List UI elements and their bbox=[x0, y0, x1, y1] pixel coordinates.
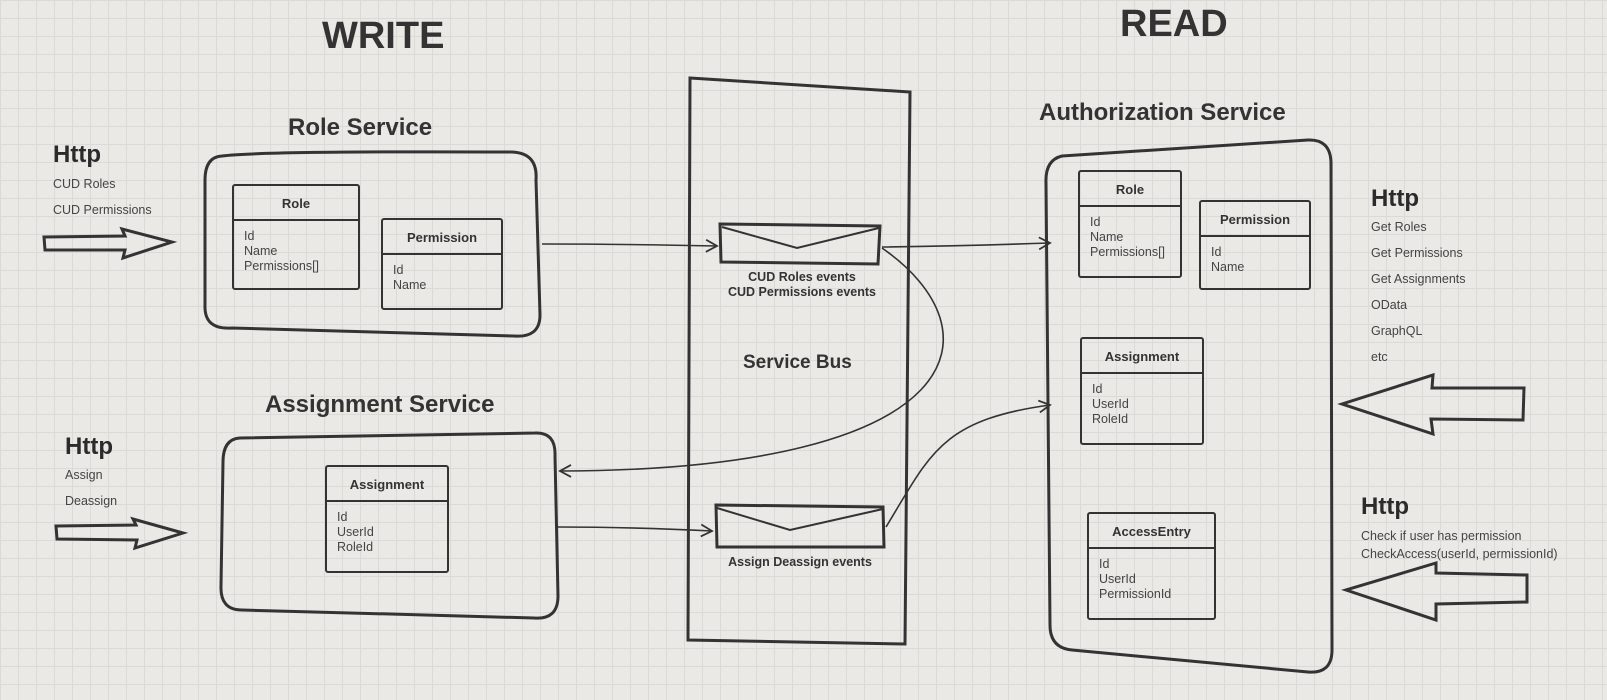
class-field: Name bbox=[1211, 260, 1245, 274]
class-field: Name bbox=[393, 278, 427, 292]
role-service-role-class: Role Id Name Permissions[] bbox=[232, 184, 360, 290]
role-service-permission-class: Permission Id Name bbox=[381, 218, 503, 310]
http-read-item: OData bbox=[1371, 298, 1408, 312]
class-field: RoleId bbox=[337, 540, 374, 554]
authorization-access-entry-class: AccessEntry Id UserId PermissionId bbox=[1087, 512, 1216, 620]
write-heading: WRITE bbox=[322, 15, 445, 57]
envelope-icon bbox=[714, 503, 886, 549]
authorization-service-title: Authorization Service bbox=[1039, 99, 1286, 126]
class-field: UserId bbox=[1092, 397, 1129, 411]
class-field: Id bbox=[244, 229, 255, 243]
class-fields: Id UserId RoleId bbox=[327, 502, 447, 561]
http-assignment-item: Deassign bbox=[65, 494, 118, 508]
assignment-service-container bbox=[219, 431, 560, 620]
assignment-service-title: Assignment Service bbox=[265, 391, 495, 418]
class-field: Permissions[] bbox=[244, 259, 320, 273]
class-field: Name bbox=[1090, 230, 1124, 244]
class-field: Id bbox=[337, 510, 348, 524]
class-field: UserId bbox=[1099, 572, 1136, 586]
arrow-assignment-service-to-bus bbox=[557, 523, 714, 538]
http-arrow-role-icon bbox=[42, 226, 178, 261]
class-fields: Id UserId PermissionId bbox=[1089, 549, 1214, 608]
class-name: Permission bbox=[1201, 202, 1309, 237]
class-name: Role bbox=[234, 186, 358, 221]
http-role-item: CUD Roles bbox=[53, 177, 116, 191]
class-field: Name bbox=[244, 244, 278, 258]
class-field: UserId bbox=[337, 525, 374, 539]
arrow-role-service-to-bus bbox=[541, 238, 719, 253]
class-field: Id bbox=[1092, 382, 1103, 396]
http-read-title: Http bbox=[1371, 185, 1419, 212]
envelope-icon bbox=[718, 222, 882, 266]
class-fields: Id Name bbox=[383, 255, 501, 299]
http-arrow-check-icon bbox=[1341, 560, 1529, 623]
http-read-item: etc bbox=[1371, 350, 1388, 364]
http-read-item: GraphQL bbox=[1371, 324, 1423, 338]
role-service-title: Role Service bbox=[288, 114, 433, 141]
service-bus-title: Service Bus bbox=[743, 352, 852, 373]
authorization-role-class: Role Id Name Permissions[] bbox=[1078, 170, 1182, 278]
http-assignment-list: Assign Deassign bbox=[65, 462, 117, 514]
class-field: Id bbox=[1090, 215, 1101, 229]
authorization-assignment-class: Assignment Id UserId RoleId bbox=[1080, 337, 1204, 445]
http-arrow-read-icon bbox=[1337, 372, 1526, 437]
permissions-events-line: CUD Permissions events bbox=[728, 285, 876, 299]
class-field: Id bbox=[393, 263, 404, 277]
http-check-list: Check if user has permission CheckAccess… bbox=[1361, 527, 1558, 563]
roles-events-label: CUD Roles events CUD Permissions events bbox=[722, 270, 882, 300]
authorization-service-container bbox=[1044, 138, 1334, 674]
class-name: Assignment bbox=[1082, 339, 1202, 374]
class-fields: Id UserId RoleId bbox=[1082, 374, 1202, 433]
http-check-item: Check if user has permission bbox=[1361, 529, 1522, 543]
class-field: Id bbox=[1099, 557, 1110, 571]
class-name: Role bbox=[1080, 172, 1180, 207]
http-check-title: Http bbox=[1361, 493, 1409, 520]
class-fields: Id Name Permissions[] bbox=[234, 221, 358, 280]
http-arrow-assignment-icon bbox=[54, 516, 189, 551]
arrow-bus-to-assignment-service bbox=[558, 247, 944, 478]
class-field: Permissions[] bbox=[1090, 245, 1166, 259]
class-name: AccessEntry bbox=[1089, 514, 1214, 549]
class-fields: Id Name Permissions[] bbox=[1080, 207, 1180, 266]
assignment-service-assignment-class: Assignment Id UserId RoleId bbox=[325, 465, 449, 573]
http-role-list: CUD Roles CUD Permissions bbox=[53, 171, 152, 223]
http-read-list: Get Roles Get Permissions Get Assignment… bbox=[1371, 214, 1466, 370]
assign-events-label: Assign Deassign events bbox=[728, 555, 872, 569]
http-read-item: Get Permissions bbox=[1371, 246, 1463, 260]
class-name: Assignment bbox=[327, 467, 447, 502]
class-field: RoleId bbox=[1092, 412, 1129, 426]
http-read-item: Get Roles bbox=[1371, 220, 1427, 234]
http-assignment-item: Assign bbox=[65, 468, 103, 482]
class-fields: Id Name bbox=[1201, 237, 1309, 281]
http-role-item: CUD Permissions bbox=[53, 203, 152, 217]
arrow-bus-to-authorization bbox=[881, 236, 1052, 251]
class-name: Permission bbox=[383, 220, 501, 255]
http-assignment-title: Http bbox=[65, 433, 113, 460]
http-check-item: CheckAccess(userId, permissionId) bbox=[1361, 547, 1558, 561]
read-heading: READ bbox=[1120, 3, 1228, 45]
http-read-item: Get Assignments bbox=[1371, 272, 1466, 286]
arrow-bus-to-authorization-assign bbox=[885, 399, 1052, 528]
class-field: Id bbox=[1211, 245, 1222, 259]
roles-events-line: CUD Roles events bbox=[748, 270, 856, 284]
role-service-container bbox=[203, 150, 542, 338]
authorization-permission-class: Permission Id Name bbox=[1199, 200, 1311, 290]
service-bus-container bbox=[686, 76, 912, 646]
class-field: PermissionId bbox=[1099, 587, 1172, 601]
http-role-title: Http bbox=[53, 141, 101, 168]
